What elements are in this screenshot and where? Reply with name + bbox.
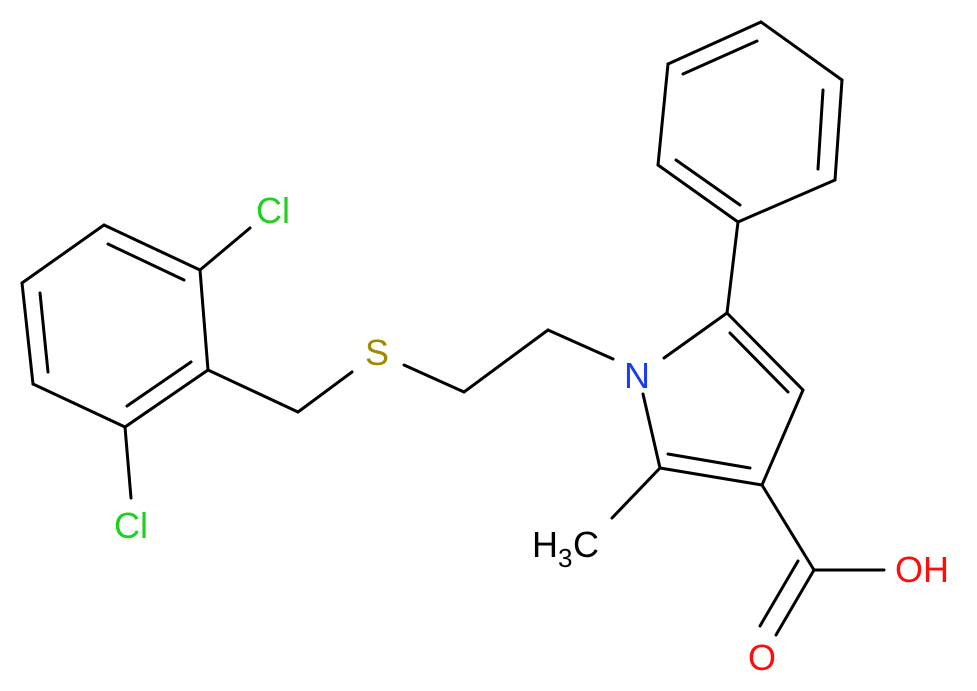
bond xyxy=(123,425,133,500)
bond xyxy=(656,163,740,224)
bond xyxy=(736,178,837,224)
bond xyxy=(462,328,550,394)
carbonyl-oxygen: O xyxy=(748,637,776,678)
bond xyxy=(662,311,729,360)
bond xyxy=(206,368,300,414)
bond xyxy=(402,363,466,394)
bond xyxy=(106,242,186,282)
bond xyxy=(31,382,127,429)
sulfur-atom: S xyxy=(365,332,389,373)
bond xyxy=(760,483,816,572)
pyrrole-ring xyxy=(641,311,805,487)
bond xyxy=(816,88,825,171)
bond xyxy=(666,20,763,66)
bond xyxy=(674,158,742,207)
methyl-group: H 3 C xyxy=(532,524,599,573)
bond xyxy=(725,220,740,315)
bond xyxy=(725,311,805,392)
bond xyxy=(641,392,662,470)
bond xyxy=(20,223,106,285)
bond xyxy=(610,466,662,520)
bond xyxy=(38,291,50,374)
bond xyxy=(681,39,759,76)
bond xyxy=(728,331,790,394)
bond xyxy=(296,370,354,414)
methyl-c: C xyxy=(573,524,599,565)
bond xyxy=(774,568,816,637)
bond xyxy=(198,268,210,372)
bond xyxy=(758,559,800,628)
bond xyxy=(102,223,202,272)
bond xyxy=(656,62,670,167)
bond xyxy=(833,78,844,182)
chlorine-atom-top: Cl xyxy=(256,190,290,231)
bond xyxy=(20,281,35,386)
dichlorophenyl-ring xyxy=(20,223,210,429)
methyl-subscript: 3 xyxy=(558,543,572,573)
bond xyxy=(198,226,252,272)
bond xyxy=(123,368,210,429)
nitrogen-atom: N xyxy=(624,355,650,396)
bond xyxy=(759,20,844,82)
phenyl-ring xyxy=(656,20,844,224)
hydroxyl-group: OH xyxy=(895,549,949,590)
bond xyxy=(666,452,752,470)
bond xyxy=(125,360,193,408)
bond xyxy=(546,328,615,361)
chlorine-atom-bottom: Cl xyxy=(114,505,148,546)
bond xyxy=(760,388,805,487)
methyl-h: H xyxy=(532,524,558,565)
bond xyxy=(658,466,764,487)
